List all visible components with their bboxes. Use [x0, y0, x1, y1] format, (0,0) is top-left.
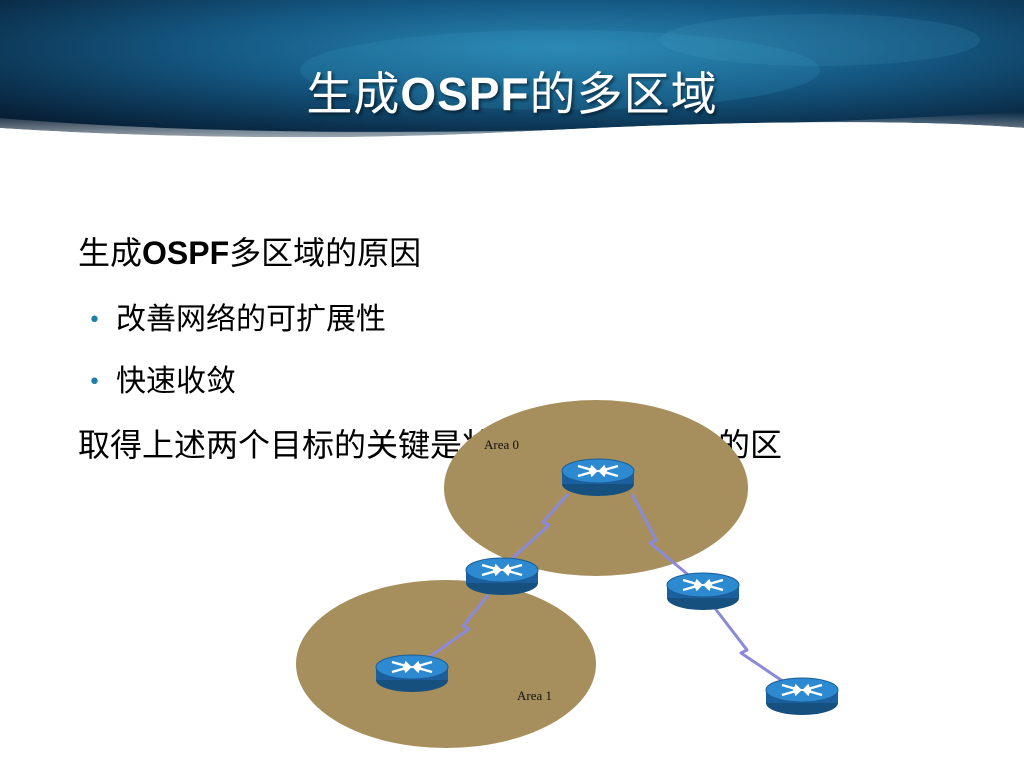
- bullet-dot-icon: •: [88, 308, 101, 333]
- section-heading: 生成OSPF多区域的原因: [78, 234, 422, 272]
- router-icon: [464, 556, 540, 597]
- serial-link: [630, 493, 693, 580]
- bullet-item: •快速收敛: [88, 364, 236, 399]
- router-icon: [764, 676, 840, 717]
- serial-link: [506, 493, 570, 564]
- area-1-label: Area 1: [517, 688, 552, 703]
- page-title: 生成OSPF的多区域: [306, 67, 718, 121]
- slide-header-banner: [0, 0, 1024, 200]
- bullet-item: •改善网络的可扩展性: [88, 302, 386, 337]
- router-icon: [560, 457, 636, 498]
- serial-link: [712, 606, 785, 684]
- router-icon: [665, 571, 741, 612]
- serial-link: [424, 594, 490, 662]
- router-icon: [374, 653, 450, 694]
- bullet-dot-icon: •: [88, 370, 101, 395]
- area-0-label: Area 0: [484, 437, 519, 452]
